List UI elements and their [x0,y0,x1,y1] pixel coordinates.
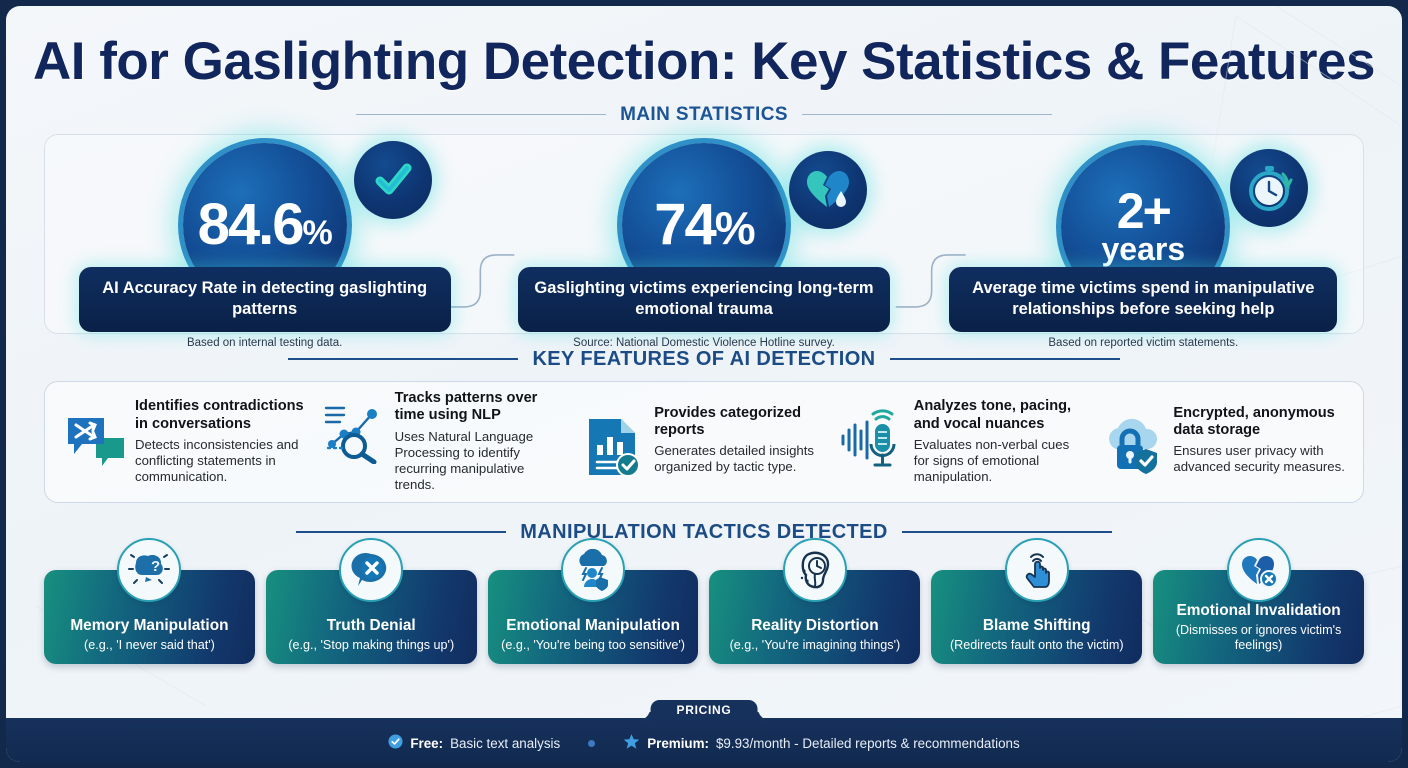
rule-right [889,358,1120,361]
footer-premium-label: Premium: [647,735,709,751]
melting-clock-head-icon [782,537,847,602]
cloud-lock-shield-icon [1100,415,1164,479]
tactic-name: Blame Shifting [982,616,1091,634]
tactic-example: (Redirects fault onto the victim) [949,637,1124,652]
speech-bubble-x-icon [339,537,404,602]
star-icon [623,733,640,753]
tactic-card-blame-shifting[interactable]: Blame Shifting (Redirects fault onto the… [931,537,1143,664]
section-heading-label: MAIN STATISTICS [620,103,788,125]
stat-card-trauma: 74% Gaslighting victims experiencing lon… [489,135,919,349]
tactic-card-emotional-manipulation[interactable]: Emotional Manipulation (e.g., 'You're be… [487,537,699,664]
page-title: AI for Gaslighting Detection: Key Statis… [33,32,1375,91]
check-badge-icon [388,734,403,752]
feature-desc: Generates detailed insights organized by… [654,443,815,475]
stopwatch-clock-icon [1230,148,1309,227]
infographic-frame: AI for Gaslighting Detection: Key Statis… [6,6,1402,762]
stat-source: Based on reported victim statements. [1048,336,1239,349]
tactic-name: Emotional Manipulation [506,616,680,634]
key-features-container: Identifies contradictions in conversatio… [44,380,1364,503]
feature-desc: Evaluates non-verbal cues for signs of e… [913,436,1070,484]
stat-value: 84.6% [197,192,333,258]
section-heading-label: KEY FEATURES OF AI DETECTION [532,347,876,370]
feature-desc: Ensures user privacy with advanced secur… [1173,443,1345,475]
footer-free-label: Free: [410,735,444,751]
feature-desc: Detects inconsistencies and conflicting … [135,436,299,484]
tactic-name: Reality Distortion [751,616,879,634]
pricing-tab-label: PRICING [650,700,758,721]
pricing-footer: PRICING Free: Basic text analysis Premiu… [6,700,1402,762]
feature-title: Analyzes tone, pacing, and vocal nuances [913,398,1072,432]
feature-item: Tracks patterns over time using NLP Uses… [315,390,575,493]
stat-value: 2+ [1116,182,1172,239]
footer-premium-plan[interactable]: Premium: $9.93/month - Detailed reports … [623,733,1020,753]
tactic-card-memory-manipulation[interactable]: ? Memory Manipulation (e.g., 'I never sa… [44,537,255,664]
pointing-hand-icon [1004,537,1069,602]
stat-card-duration: 2+ years Average time victims spend in m… [928,135,1358,349]
check-circle-icon [353,140,432,219]
section-heading-label: MANIPULATION TACTICS DETECTED [520,520,888,543]
tactic-card-emotional-invalidation[interactable]: Emotional Invalidation (Dismisses or ign… [1153,537,1364,664]
section-heading-tactics: MANIPULATION TACTICS DETECTED [6,521,1402,544]
tactics-row: ? Memory Manipulation (e.g., 'I never sa… [44,537,1364,664]
stat-value: 74% [654,192,755,258]
stat-card-accuracy: 84.6% AI Accuracy Rate in detecting gasl… [50,135,480,349]
speech-bubbles-shuffle-icon [62,408,126,472]
tactic-example: (e.g., 'I never said that') [84,637,215,652]
feature-title: Provides categorized reports [654,404,801,438]
rule-left [288,358,519,361]
feature-item: Identifies contradictions in conversatio… [55,398,315,485]
rule-left [356,114,607,116]
footer-premium-text: $9.93/month - Detailed reports & recomme… [715,735,1020,751]
feature-item: Provides categorized reports Generates d… [574,405,834,479]
microphone-waveform-icon [841,408,905,472]
bar-chart-document-check-icon [581,415,645,479]
feature-desc: Uses Natural Language Processing to iden… [394,428,534,492]
stat-label: AI Accuracy Rate in detecting gaslightin… [78,266,451,332]
section-heading-main-statistics: MAIN STATISTICS [6,104,1402,126]
footer-free-plan[interactable]: Free: Basic text analysis [388,734,560,752]
tactic-card-truth-denial[interactable]: Truth Denial (e.g., 'Stop making things … [265,537,477,664]
rule-right [901,531,1112,534]
feature-item: Analyzes tone, pacing, and vocal nuances… [834,398,1094,485]
trend-line-magnifier-icon [322,400,386,465]
tactic-example: (e.g., 'You're being too sensitive') [501,637,685,652]
storm-cloud-person-icon [561,537,626,602]
statistics-row: 84.6% AI Accuracy Rate in detecting gasl… [45,135,1363,349]
svg-text:?: ? [151,558,160,575]
broken-heart-x-icon [1226,537,1291,602]
stat-source: Source: National Domestic Violence Hotli… [573,336,835,349]
tactic-example: (Dismisses or ignores victim's feelings) [1175,622,1342,652]
feature-title: Encrypted, anonymous data storage [1173,404,1335,438]
tactic-name: Emotional Invalidation [1176,601,1341,619]
tactic-name: Truth Denial [326,616,416,634]
rule-left [296,531,507,534]
footer-items: Free: Basic text analysis Premium: $9.93… [388,733,1020,753]
footer-separator-dot [588,739,596,747]
brain-question-icon: ? [117,537,182,602]
tactic-example: (e.g., 'You're imagining things') [729,637,901,652]
section-heading-key-features: KEY FEATURES OF AI DETECTION [6,348,1402,371]
broken-heart-teardrop-icon [788,150,867,229]
stat-label: Gaslighting victims experiencing long-te… [517,266,890,332]
feature-title: Tracks patterns over time using NLP [394,390,538,424]
feature-item: Encrypted, anonymous data storage Ensure… [1093,405,1353,479]
footer-free-text: Basic text analysis [450,735,561,751]
stat-label: Average time victims spend in manipulati… [949,266,1338,332]
tactic-name: Memory Manipulation [70,616,229,634]
rule-right [801,114,1052,116]
main-statistics-container: 84.6% AI Accuracy Rate in detecting gasl… [44,133,1364,349]
tactic-card-reality-distortion[interactable]: Reality Distortion (e.g., 'You're imagin… [709,537,921,664]
stat-source: Based on internal testing data. [186,336,343,349]
tactic-example: (e.g., 'Stop making things up') [288,637,455,652]
feature-title: Identifies contradictions in conversatio… [135,398,304,432]
stat-unit: years [1101,231,1186,268]
